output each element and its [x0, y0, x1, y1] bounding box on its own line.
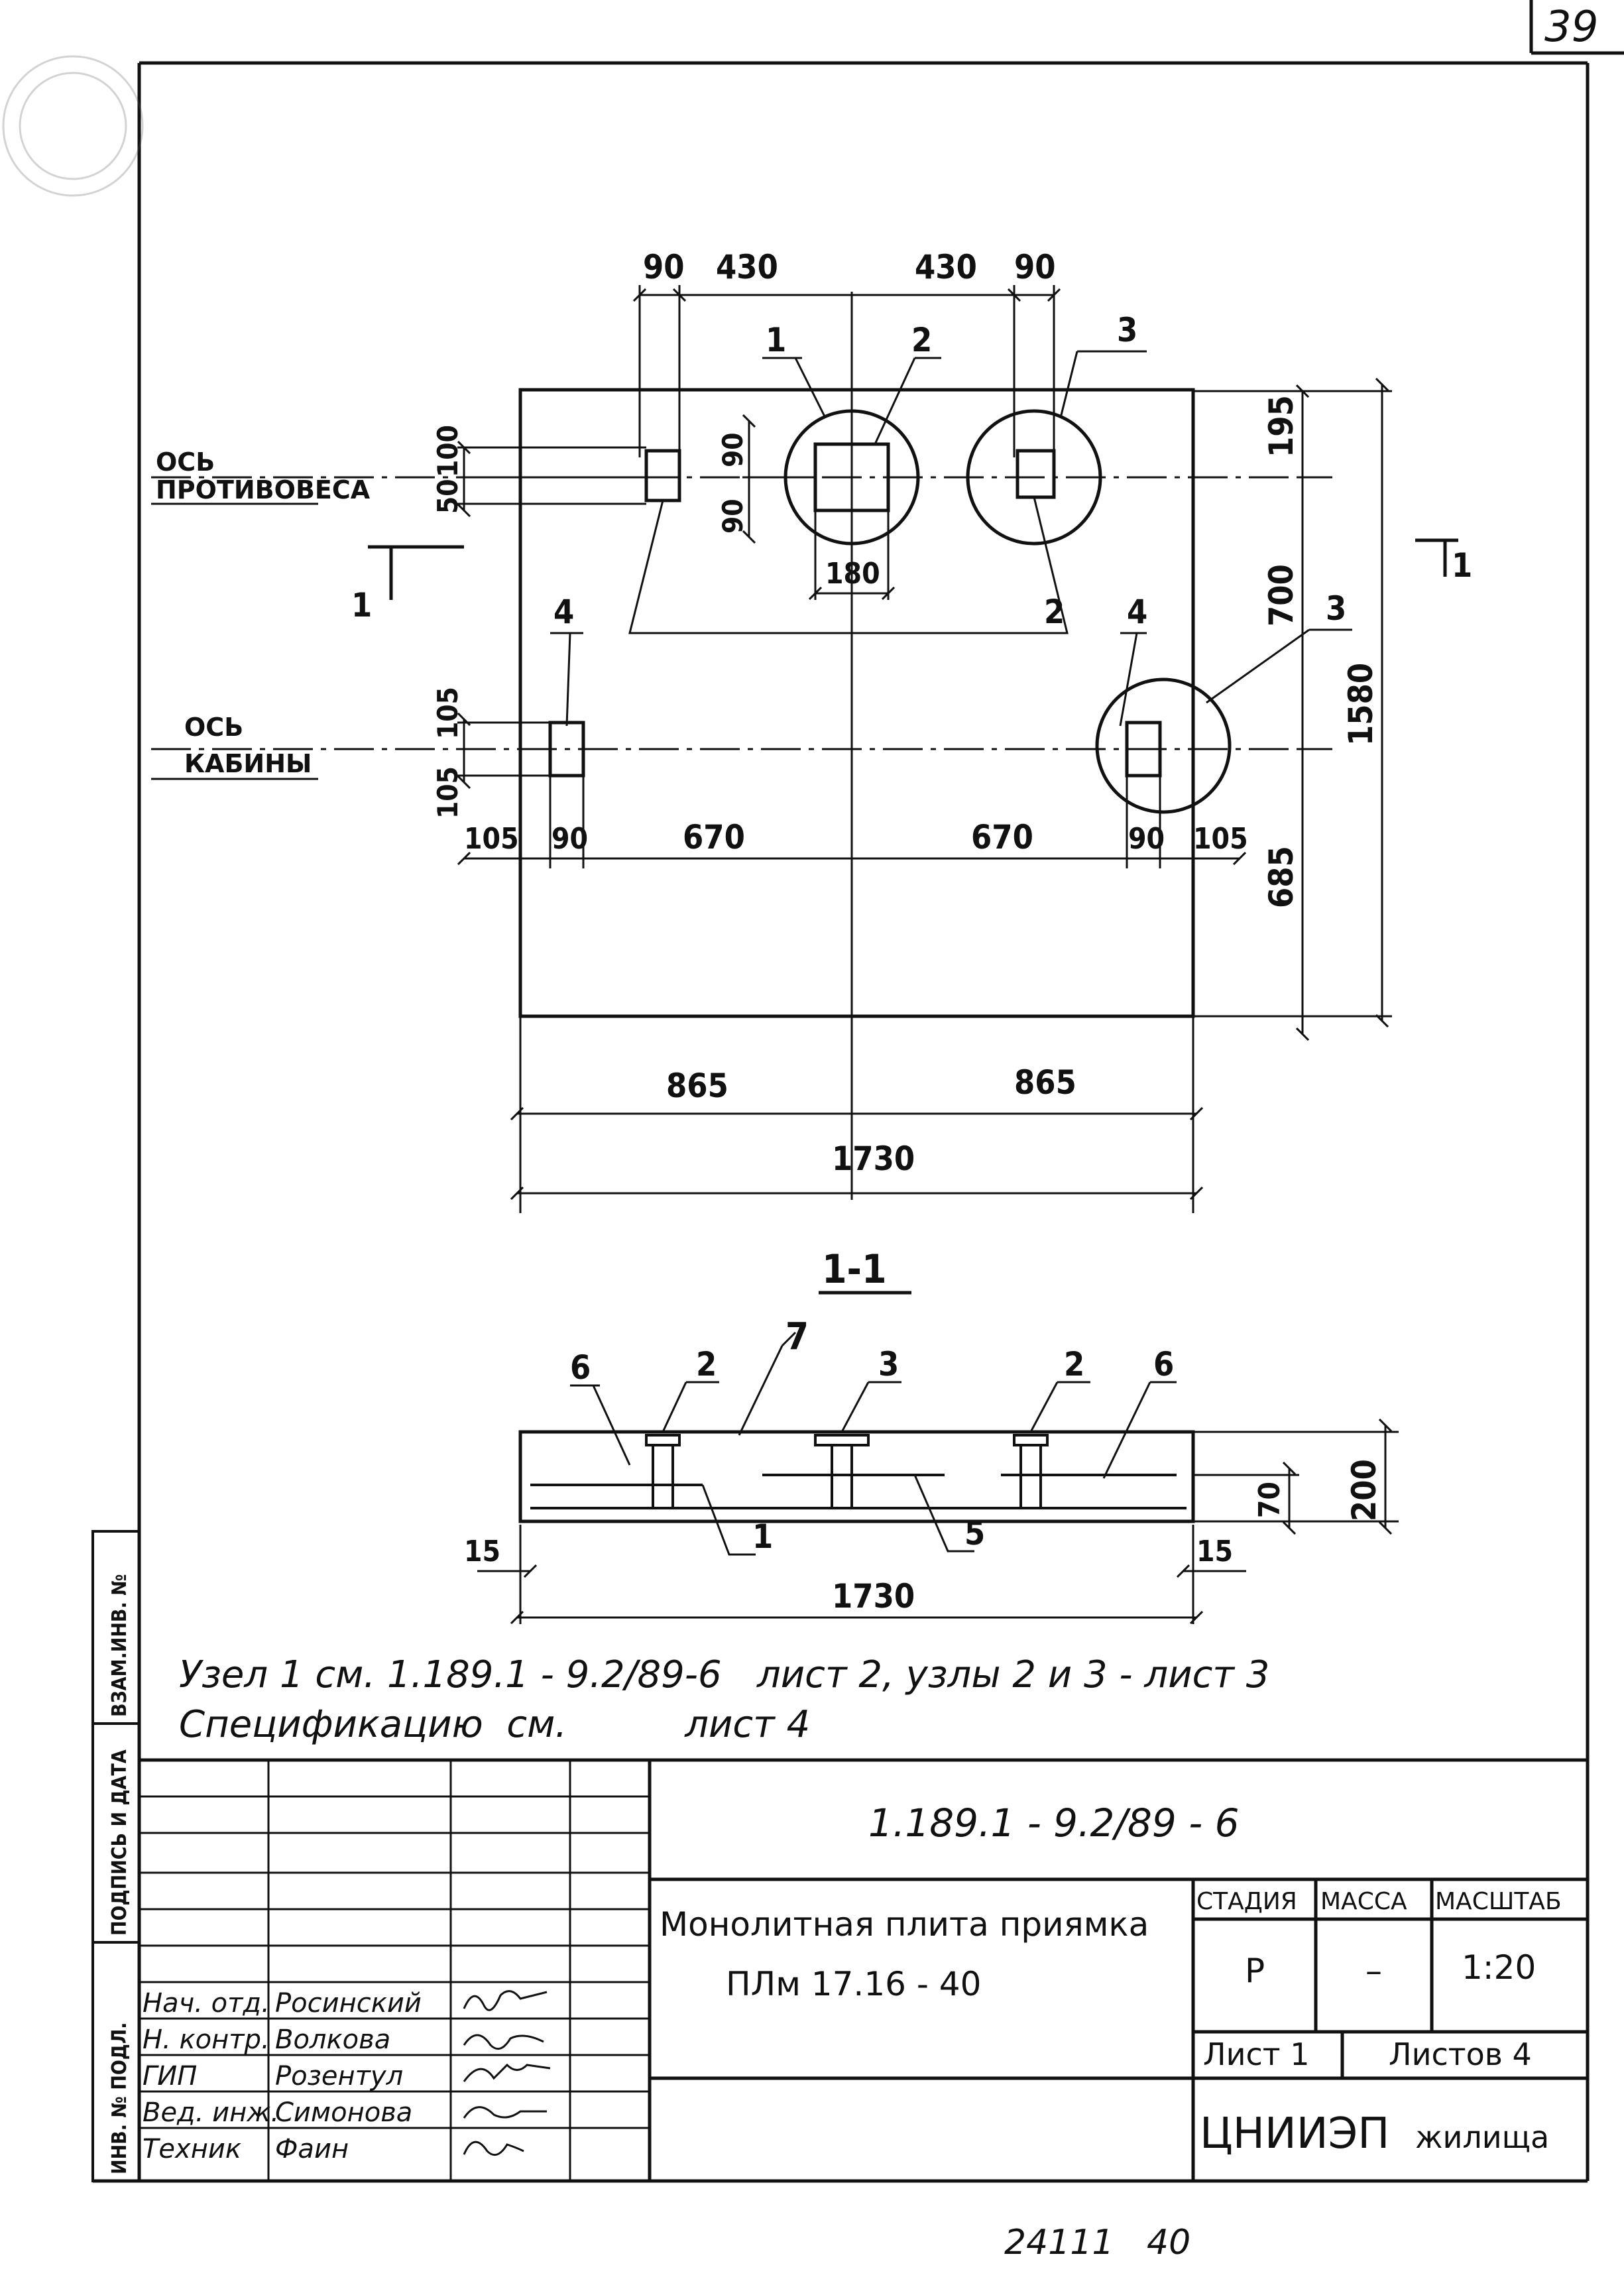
plan-dim-bottom-865a: 865: [666, 1067, 728, 1105]
plan-dim-bottom-inner-3: 670: [683, 818, 745, 856]
plan-dim-top-3: 430: [915, 248, 977, 286]
staff-name-1: Росинский: [275, 1988, 422, 2019]
section-dim-1730: 1730: [832, 1577, 915, 1616]
axis-cabin-label-1: ОСЬ: [184, 713, 243, 742]
note-line-2: Спецификацию см. лист 4: [179, 1703, 810, 1746]
scale-value: 1:20: [1462, 1948, 1536, 1987]
section-callout-7: 7: [785, 1315, 809, 1358]
staff-name-5: Фаин: [275, 2134, 349, 2164]
side-label-original-inv: ИНВ. № ПОДЛ.: [108, 2023, 131, 2174]
plan-dim-bottom-1730: 1730: [832, 1140, 915, 1178]
section-dim-15-right: 15: [1196, 1535, 1233, 1568]
section-dim-200: 200: [1345, 1459, 1383, 1521]
staff-role-1: Нач. отд.: [143, 1988, 270, 2019]
side-label-replacement-inv: ВЗАМ.ИНВ. №: [108, 1574, 131, 1717]
title-block: 1.189.1 - 9.2/89 - 6 Монолитная плита пр…: [139, 1758, 1588, 2181]
plan-callout-3b: 3: [1326, 589, 1346, 628]
section-dim-15-left: 15: [464, 1535, 500, 1568]
approval-stamp: [2, 55, 144, 197]
plan-dim-left-105a: 105: [432, 687, 464, 739]
section-mark-left: 1: [351, 586, 372, 624]
plan-dim-right-700: 700: [1262, 564, 1301, 626]
side-stamp: ВЗАМ.ИНВ. № ПОДПИСЬ И ДАТА ИНВ. № ПОДЛ.: [91, 1530, 141, 2182]
plan-callout-2b: 2: [1044, 593, 1065, 631]
note-line-1: Узел 1 см. 1.189.1 - 9.2/89-6 лист 2, уз…: [179, 1653, 1269, 1696]
section-mark-right: 1: [1452, 546, 1472, 585]
plan-dim-top-4: 90: [1014, 248, 1056, 286]
org-name-sub: жилища: [1415, 2119, 1549, 2155]
sheets-total: Листов 4: [1389, 2036, 1532, 2072]
section-view: 1-1 6 2 7 3 2 6: [464, 1246, 1399, 1624]
axis-counterweight-label-1: ОСЬ: [156, 447, 215, 477]
drawing-title-line-1: Монолитная плита приямка: [660, 1905, 1149, 1944]
plan-dim-right-685: 685: [1262, 846, 1301, 908]
plan-dim-bottom-inner-4: 670: [971, 818, 1033, 856]
sheet-index: Лист 1: [1203, 2036, 1309, 2072]
footer-number: 24111 40: [1004, 2223, 1190, 2263]
plan-dim-left-50: 50: [432, 479, 464, 514]
section-callout-2a: 2: [696, 1345, 717, 1383]
axis-cabin-label-2: КАБИНЫ: [184, 749, 312, 778]
section-callout-6b: 6: [1153, 1345, 1174, 1383]
staff-name-4: Симонова: [275, 2097, 412, 2128]
mass-header: МАССА: [1320, 1888, 1407, 1915]
plan-dim-right-195: 195: [1262, 395, 1301, 457]
plan-dim-bottom-inner-2: 90: [551, 822, 588, 856]
sheet-number: 39: [1544, 3, 1598, 52]
slab-outline: [518, 388, 1195, 1018]
plan-dim-opening-90a: 90: [717, 432, 749, 467]
plan-dim-left-105b: 105: [432, 766, 464, 819]
stage-value: Р: [1245, 1952, 1265, 1990]
staff-role-5: Техник: [143, 2134, 241, 2164]
section-callout-6a: 6: [570, 1348, 591, 1387]
doc-code: 1.189.1 - 9.2/89 - 6: [868, 1800, 1239, 1846]
signatures: [463, 1990, 551, 2156]
plan-dim-opening-180: 180: [825, 557, 880, 591]
axis-counterweight-label-2: ПРОТИВОВЕСА: [156, 475, 371, 504]
section-title: 1-1: [822, 1246, 887, 1293]
plan-callout-4a: 4: [1127, 593, 1147, 631]
plan-dim-left-100: 100: [432, 425, 464, 477]
sheet-frame: [93, 61, 1590, 2183]
side-label-signature-date: ПОДПИСЬ И ДАТА: [108, 1749, 131, 1936]
section-callout-5: 5: [964, 1514, 985, 1553]
staff-role-3: ГИП: [143, 2061, 197, 2091]
plan-dim-bottom-865b: 865: [1014, 1063, 1076, 1102]
staff-role-4: Вед. инж.: [143, 2097, 279, 2128]
sheet-number-tab: 39: [1529, 0, 1624, 55]
staff-name-3: Розентул: [275, 2061, 403, 2091]
stage-header: СТАДИЯ: [1196, 1888, 1297, 1915]
plan-view: ОСЬ ПРОТИВОВЕСА ОСЬ КАБИНЫ: [151, 248, 1472, 1213]
org-name: ЦНИИЭП: [1200, 2109, 1389, 2158]
section-slab: [518, 1430, 1195, 1523]
plan-dim-right-1580: 1580: [1342, 663, 1380, 746]
section-callout-2b: 2: [1064, 1345, 1084, 1383]
plan-dim-bottom-inner-6: 105: [1193, 822, 1248, 856]
section-callout-3: 3: [878, 1345, 899, 1383]
staff-name-2: Волкова: [275, 2025, 390, 2055]
plan-callout-4b: 4: [553, 593, 574, 631]
plan-dim-opening-90b: 90: [717, 499, 749, 534]
plan-dim-bottom-inner-1: 105: [464, 822, 519, 856]
mass-value: –: [1365, 1952, 1382, 1990]
plan-callout-3a: 2: [911, 321, 932, 359]
plan-callout-2a: 3: [1117, 311, 1137, 349]
plan-dim-bottom-inner-5: 90: [1128, 822, 1165, 856]
section-rebar: [530, 1434, 1177, 1508]
drawing-title-line-2: ПЛм 17.16 - 40: [726, 1965, 981, 2003]
section-dim-70: 70: [1253, 1482, 1287, 1518]
plan-callout-1: 1: [766, 321, 786, 359]
section-callout-1: 1: [752, 1517, 773, 1556]
scale-header: МАСШТАБ: [1435, 1888, 1562, 1915]
staff-role-2: Н. контр.: [143, 2025, 270, 2055]
plan-dim-top-2: 430: [716, 248, 778, 286]
plan-dim-top-1: 90: [643, 248, 685, 286]
